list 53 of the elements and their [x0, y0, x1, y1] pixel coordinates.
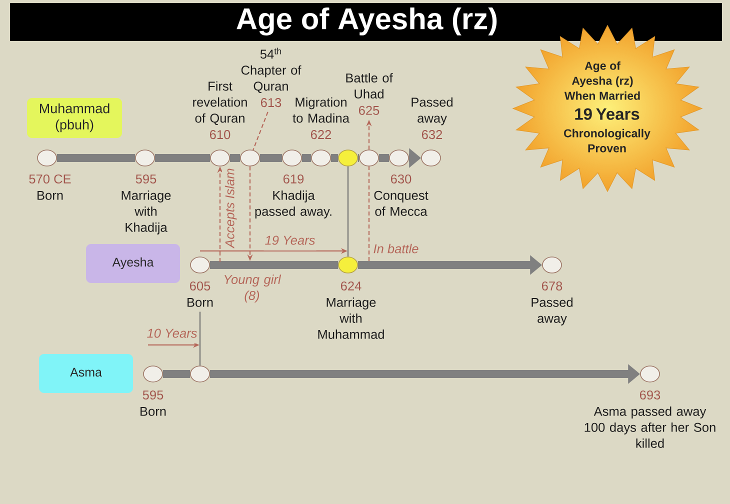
- highlight-dot: [338, 150, 358, 166]
- edge-label: 19 Years: [264, 232, 316, 250]
- title-bar: Age of Ayesha (rz): [10, 3, 722, 41]
- year-label: 605: [190, 281, 210, 290]
- year-label: 619: [283, 174, 304, 184]
- year-label: 610: [210, 130, 230, 140]
- event-label: Passed away: [532, 298, 573, 326]
- event-label: Marriage with Khadija: [122, 190, 171, 234]
- timeline-bar: [260, 154, 282, 162]
- edge-label: Accepts Islam: [222, 167, 240, 249]
- timeline-bar: [162, 370, 190, 378]
- year-label: 613: [260, 98, 282, 108]
- leader-line: [252, 112, 268, 150]
- event-label: Asma passed away 100 days after her Son killed: [584, 406, 716, 448]
- edge-label: 10 Years: [146, 325, 198, 344]
- edge-label: In battle: [372, 240, 420, 259]
- timeline-bar: [154, 154, 210, 162]
- name-tag: Ayesha: [86, 244, 180, 283]
- connector-line: [347, 166, 349, 257]
- timeline-bar: [230, 154, 240, 162]
- event-label: Battle of Uhad: [346, 73, 393, 99]
- timeline-bar: [358, 154, 360, 162]
- event-dot: [190, 366, 210, 382]
- timeline-bar: [302, 154, 312, 162]
- edge-label: Young girl (8): [219, 272, 285, 306]
- name-tag: Muhammad (pbuh): [27, 98, 122, 138]
- event-label: Khadija passed away.: [255, 190, 332, 218]
- year-label: 693: [640, 390, 660, 400]
- year-label: 678: [542, 281, 562, 290]
- year-label: 624: [340, 281, 362, 290]
- year-label: 625: [358, 106, 380, 115]
- year-label: 570 CE: [29, 174, 71, 184]
- year-label: 595: [142, 390, 164, 400]
- dashed-line: [368, 166, 370, 261]
- event-label: Born: [38, 191, 63, 200]
- year-label: 630: [390, 174, 412, 184]
- connector-line: [199, 312, 201, 366]
- event-label: Passed away: [412, 97, 453, 126]
- event-label: Conquest of Mecca: [374, 190, 428, 216]
- name-tag: Asma: [39, 354, 133, 393]
- event-label: Marriage with Muhammad: [318, 298, 384, 339]
- event-dot: [359, 150, 379, 166]
- timeline-bar: [56, 154, 136, 162]
- timeline-bar: [330, 154, 338, 162]
- timeline-bar: [210, 260, 338, 269]
- event-label: Migration to Madina: [292, 97, 350, 123]
- event-label: Born: [140, 406, 166, 416]
- year-label: 595: [136, 174, 156, 184]
- event-label: Born: [188, 298, 213, 307]
- timeline-bar: [378, 154, 390, 162]
- year-label: 632: [422, 130, 442, 140]
- event-dot: [240, 150, 260, 166]
- year-label: 622: [310, 130, 332, 140]
